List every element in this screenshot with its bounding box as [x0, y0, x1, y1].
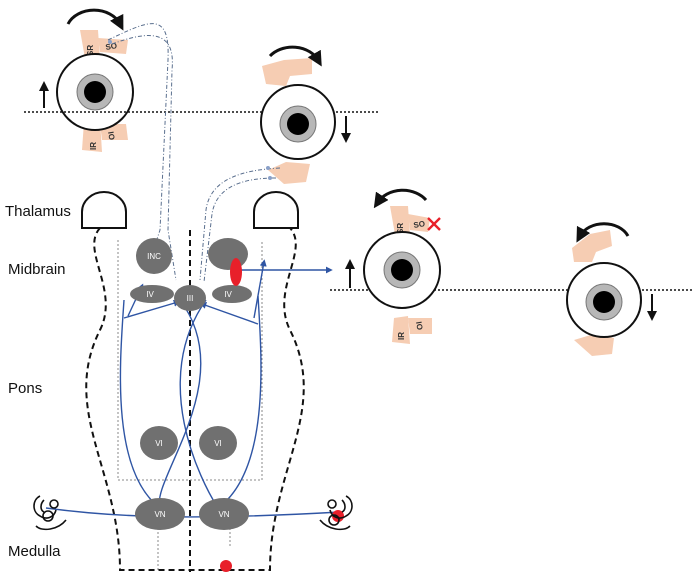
nucleus-inc-right [208, 238, 248, 270]
ir-label: IR [397, 332, 406, 340]
torsion-arrow-icon [268, 45, 322, 67]
region-label-midbrain: Midbrain [8, 261, 66, 278]
grey-pathway [117, 240, 263, 481]
nucleus-iii [174, 285, 206, 311]
nucleus-inc-label: INC [147, 252, 161, 261]
blue-pathways [45, 257, 341, 518]
nucleus-vn-right [199, 498, 249, 530]
paralysis-x-icon [427, 217, 441, 231]
nucleus-vi-right-label: VI [214, 439, 222, 448]
lesion-medulla [220, 560, 232, 572]
nucleus-iv-left-label: IV [146, 290, 154, 299]
region-label-pons: Pons [8, 380, 42, 397]
pathway-node [266, 166, 270, 170]
right-eye-top-group [260, 45, 351, 184]
eye-pupil [84, 81, 106, 103]
so-muscle-shape [408, 214, 430, 232]
sr-label: SR [86, 45, 95, 56]
nucleus-vn-left [135, 498, 185, 530]
ir-muscle-shape [392, 316, 410, 344]
thalamus-left [81, 191, 127, 229]
nucleus-inc-left [136, 238, 172, 274]
so-label: SO [105, 41, 118, 52]
brainstem-outline [85, 227, 305, 571]
thalamus-right [253, 191, 299, 229]
eye-pupil [593, 291, 615, 313]
ir-label: IR [89, 142, 98, 150]
io-label: IO [414, 321, 424, 331]
region-label-medulla: Medulla [8, 543, 61, 560]
nucleus-vi-left [140, 426, 178, 460]
right-ear-icon [319, 495, 353, 531]
left-ear-icon [33, 495, 67, 531]
so-muscle-shape [98, 38, 128, 54]
region-label-thalamus: Thalamus [5, 203, 71, 220]
nucleus-vn-right-label: VN [218, 510, 229, 519]
muscle-bottom-shape [268, 162, 310, 184]
lesion-midbrain [230, 258, 242, 286]
muscle-top-shape [262, 58, 312, 86]
eye-pupil [391, 259, 413, 281]
torsion-arrow-icon [576, 222, 630, 243]
so-label: SO [413, 219, 426, 230]
nucleus-iii-label: III [187, 294, 194, 303]
nucleus-iv-right [212, 285, 252, 303]
io-muscle-shape [408, 318, 432, 334]
lesion-left-eye-group: SR SO IR IO [345, 188, 441, 344]
io-label: IO [106, 131, 116, 141]
nucleus-vn-left-label: VN [154, 510, 165, 519]
left-eye-group: SR SO IR IO [39, 8, 134, 152]
muscle-top-shape [572, 230, 612, 262]
nuclei: INC IV III IV VI VI VN VN [130, 238, 252, 530]
torsion-arrow-icon [373, 188, 428, 209]
sr-label: SR [396, 223, 405, 234]
muscle-bottom-shape [574, 334, 614, 356]
nucleus-iv-right-label: IV [224, 290, 232, 299]
nucleus-iv-left [130, 285, 174, 303]
pathway-node [108, 40, 112, 44]
eye-pupil [287, 113, 309, 135]
nucleus-vi-left-label: VI [155, 439, 163, 448]
nucleus-vi-right [199, 426, 237, 460]
pathway-node [268, 176, 272, 180]
lesion-right-eye-group [566, 222, 657, 356]
torsion-arrow-icon [66, 8, 124, 31]
dashed-pathways [107, 23, 281, 283]
